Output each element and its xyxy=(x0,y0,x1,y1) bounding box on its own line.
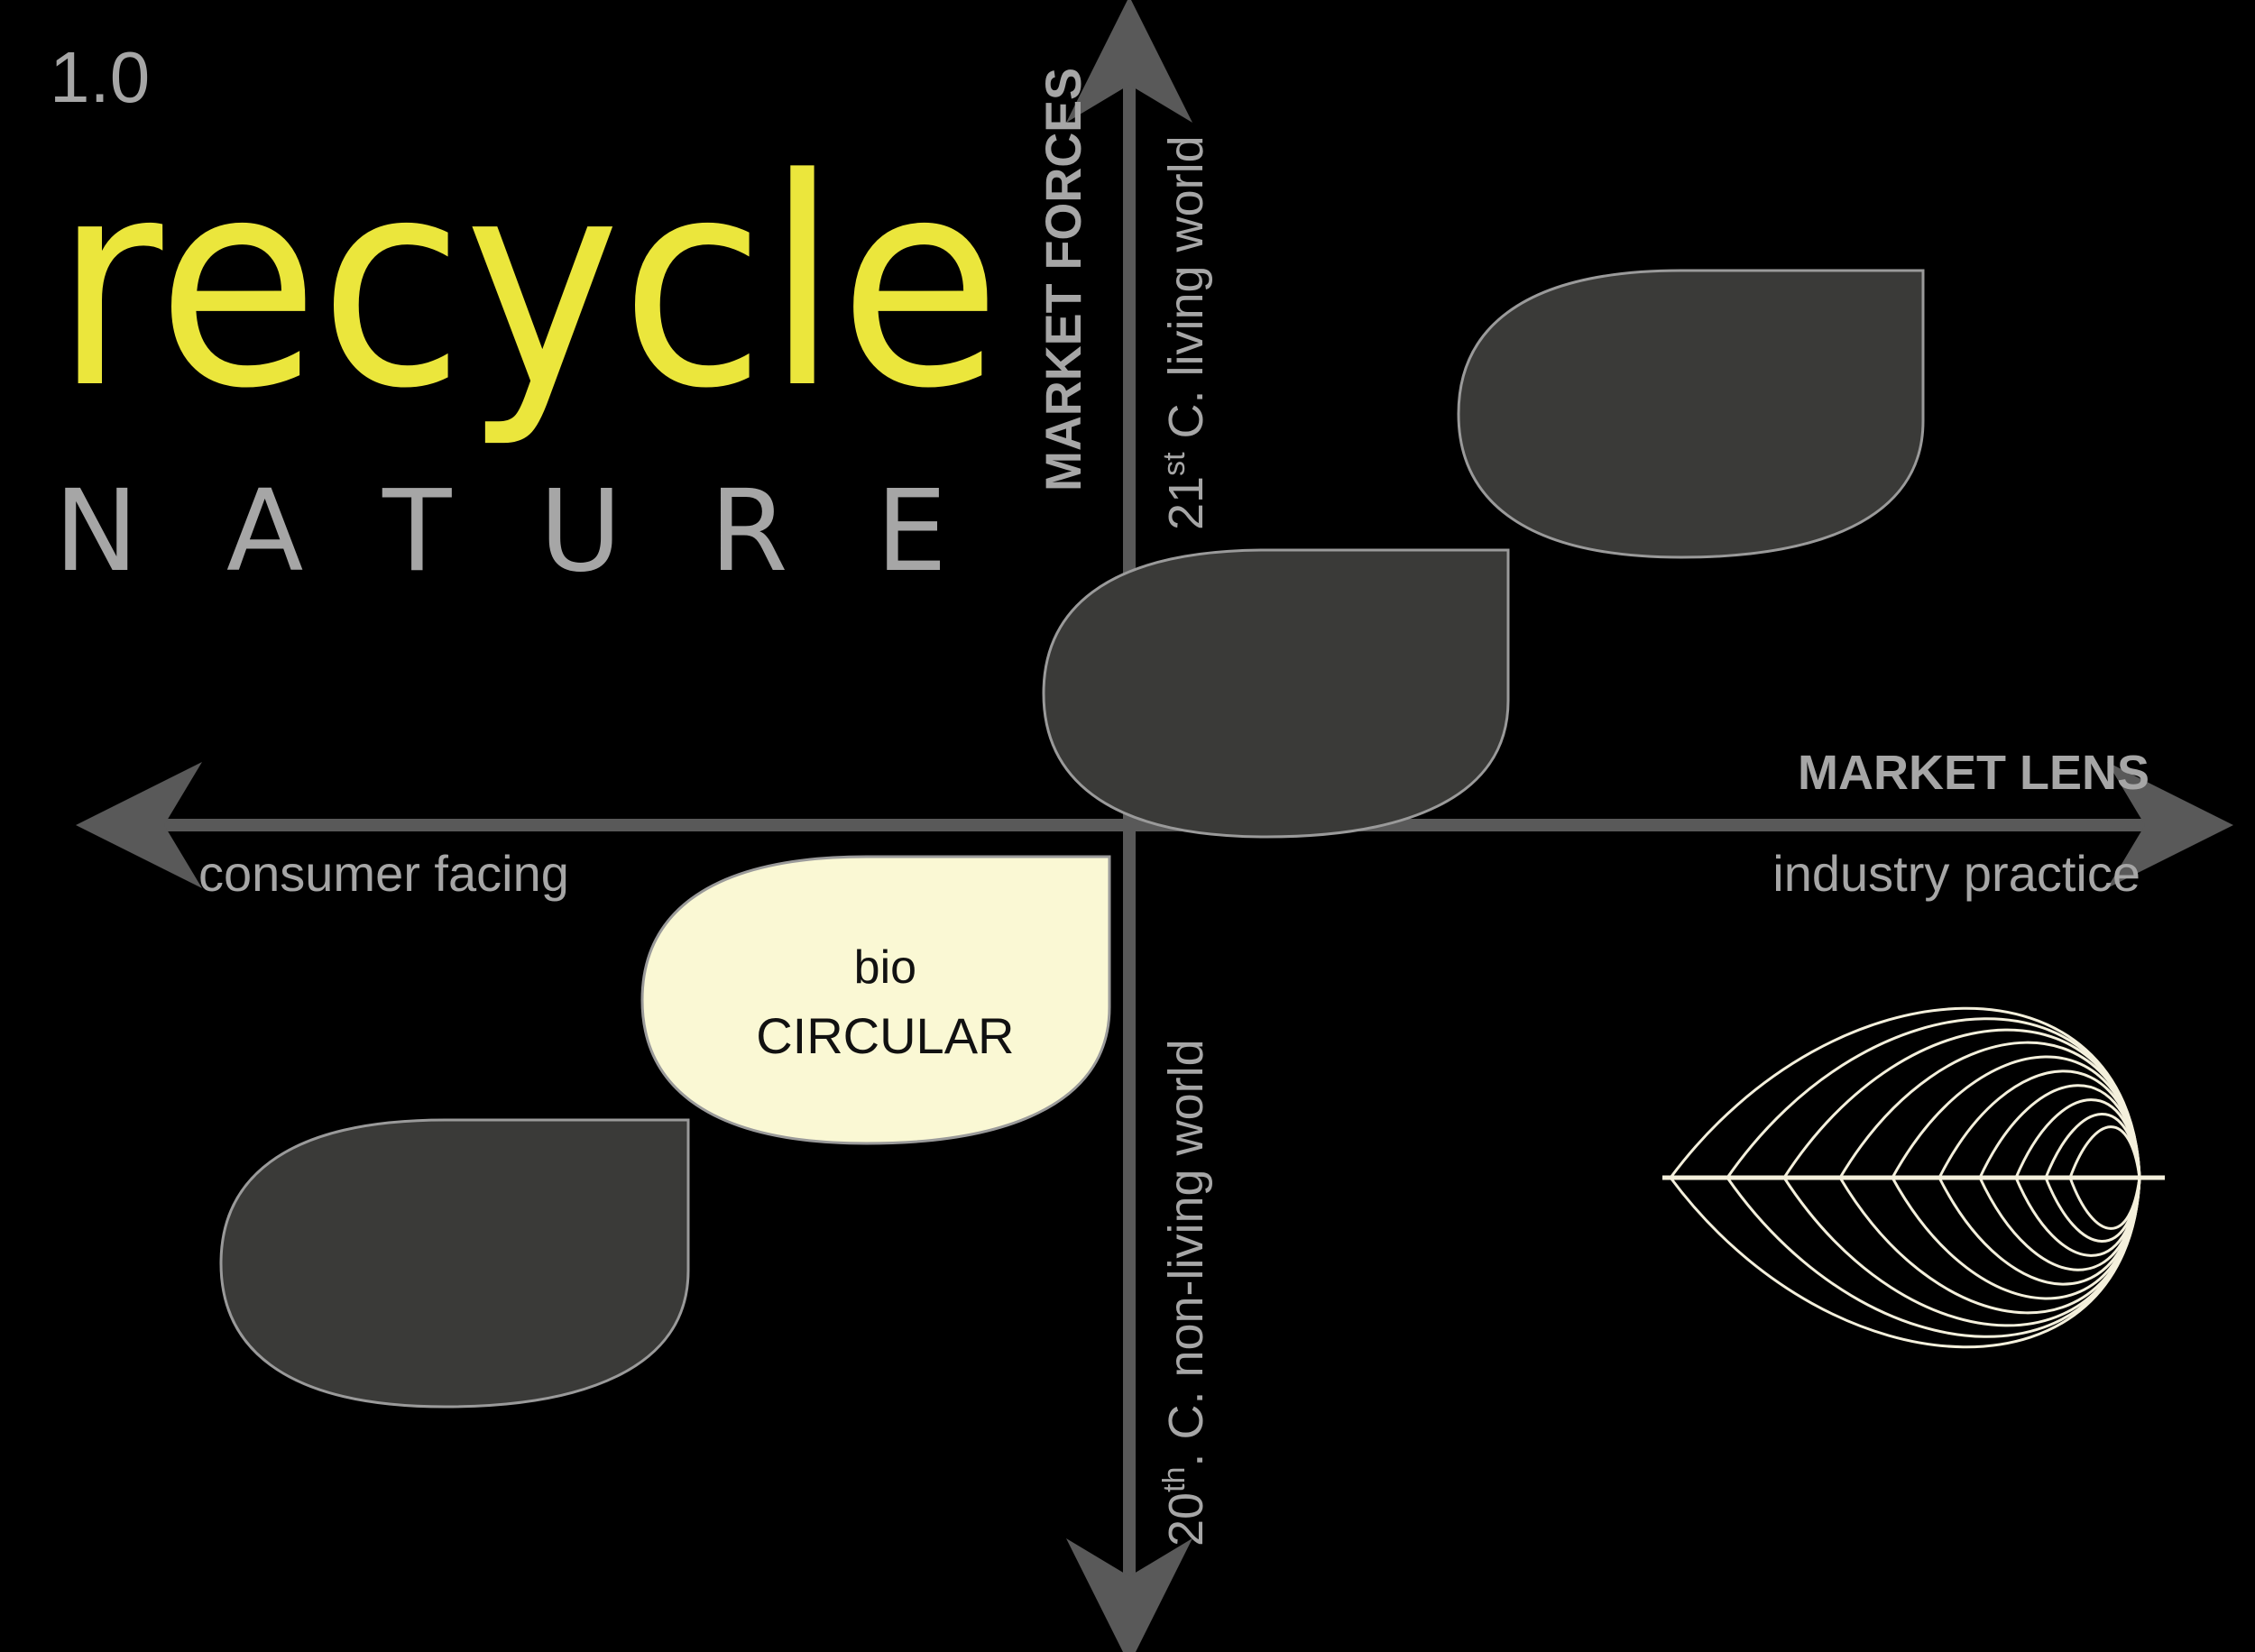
title-recycle: recycle xyxy=(54,117,1001,451)
living-world-text: C. living world xyxy=(1159,135,1213,452)
version-number: 1.0 xyxy=(50,37,150,117)
petal-bio-circular-line1: bio xyxy=(854,941,916,994)
petal-bio-circular xyxy=(640,855,1111,1145)
non-living-world-label: 20th. C. non-living world xyxy=(1157,1039,1213,1546)
living-world-label: 21st C. living world xyxy=(1157,135,1213,530)
petal-lower-left xyxy=(219,1118,690,1409)
market-forces-label: MARKET FORCES xyxy=(1035,68,1091,491)
living-world-ordinal: 21 xyxy=(1159,476,1213,530)
market-lens-label: MARKET LENS xyxy=(1798,746,2149,800)
industry-practice-label: industry practice xyxy=(1772,845,2140,902)
living-world-suffix: st xyxy=(1157,452,1192,476)
petal-upper-right xyxy=(1457,269,1925,559)
non-living-world-suffix: th xyxy=(1157,1467,1192,1492)
subtitle-nature: NATURE xyxy=(54,466,947,597)
layered-leaf-icon xyxy=(1662,1006,2165,1349)
non-living-world-ordinal: 20 xyxy=(1159,1492,1213,1546)
petal-center xyxy=(1042,548,1510,839)
consumer-facing-label: consumer facing xyxy=(198,845,569,902)
non-living-world-text: . C. non-living world xyxy=(1159,1039,1213,1466)
petal-bio-circular-line2: CIRCULAR xyxy=(756,1007,1014,1064)
